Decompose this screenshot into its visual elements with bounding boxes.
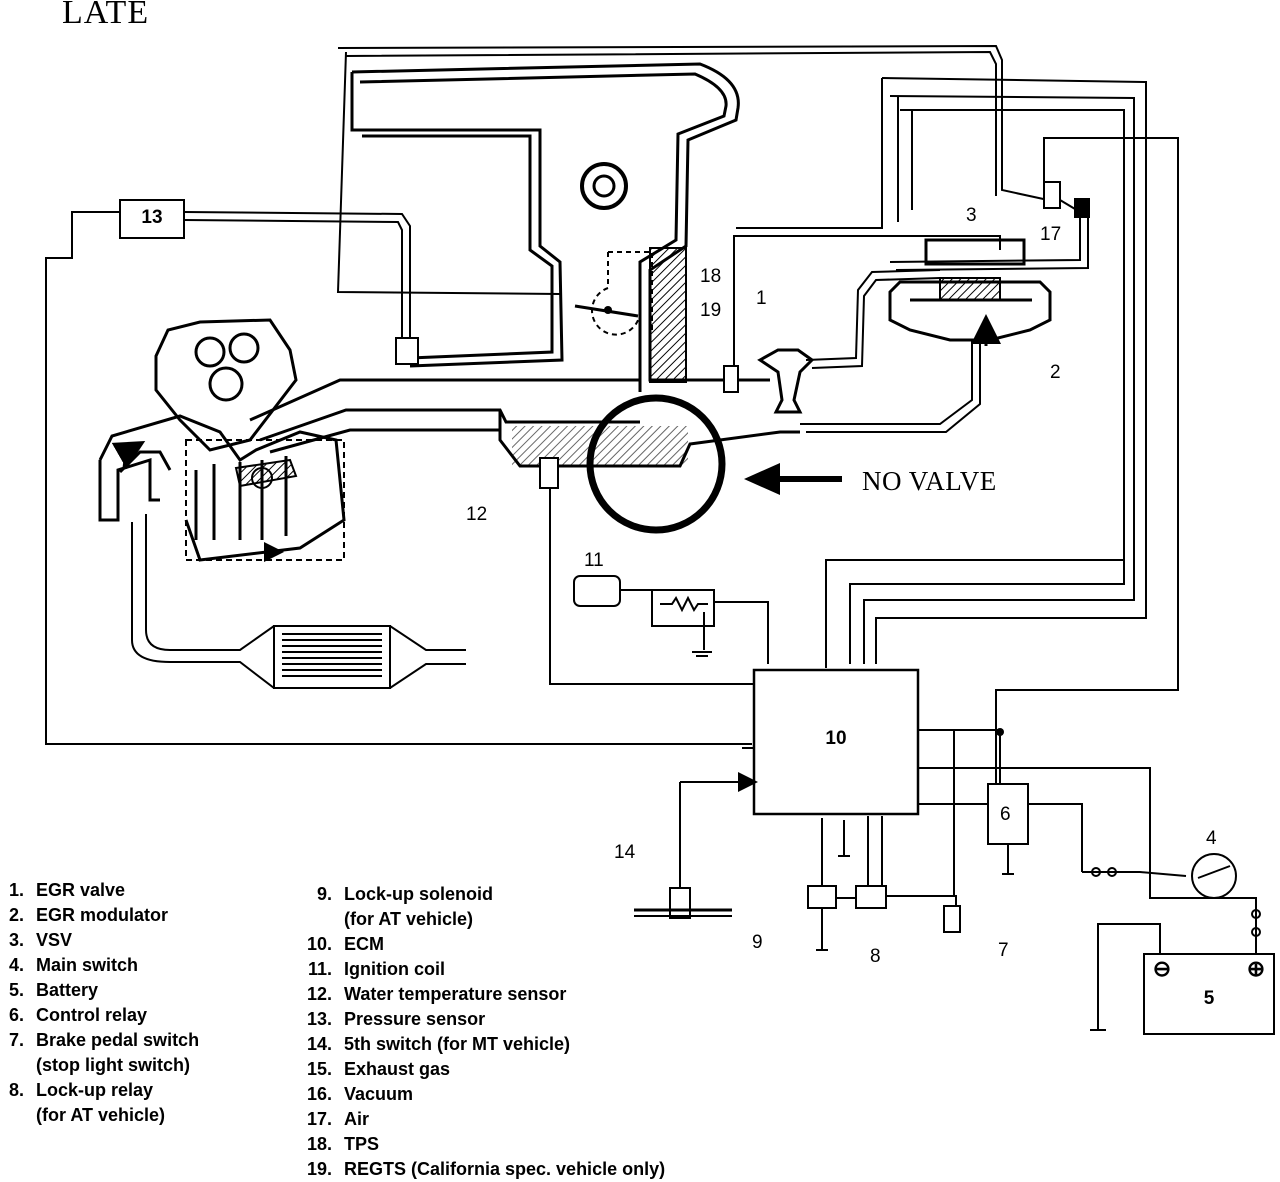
label-4: 4 [1206, 828, 1217, 849]
battery-negative: ⊖ [1152, 956, 1172, 981]
vsv [1043, 181, 1061, 209]
diagram-title: LATE [62, 0, 150, 31]
pressure-sensor-box [119, 199, 185, 239]
legend-row: 11.Ignition coil [307, 959, 445, 979]
label-7: 7 [998, 940, 1009, 961]
label-3: 3 [966, 205, 977, 226]
legend-row: 8.Lock-up relay [8, 1080, 154, 1100]
label-8: 8 [870, 946, 881, 967]
throttle-valve [591, 251, 653, 336]
label-9: 9 [752, 932, 763, 953]
legend-row: 15.Exhaust gas [306, 1059, 451, 1079]
main-switch [1191, 853, 1237, 899]
battery-positive: ⊕ [1246, 956, 1266, 981]
no-valve-circle [586, 394, 726, 534]
legend-row: 5.Battery [8, 980, 99, 1000]
pressure-sensor-wire [45, 211, 752, 745]
ecm-wiring [736, 77, 1147, 668]
legend-row: 10.ECM [306, 934, 384, 954]
legend-row: 7.Brake pedal switch [8, 1030, 200, 1050]
air-cleaner-element [580, 162, 628, 210]
legend-row: 1.EGR valve [8, 880, 126, 900]
legend-row: 14.5th switch (for MT vehicle) [306, 1034, 571, 1054]
label-18: 18 [700, 266, 722, 287]
legend-row: 6.Control relay [8, 1005, 148, 1025]
vacuum-hose-top [336, 44, 1049, 295]
legend-row: 12.Water temperature sensor [306, 984, 567, 1004]
label-17: 17 [1040, 224, 1062, 245]
egr-valve [757, 348, 815, 414]
lockup-relay [855, 885, 887, 909]
legend-row: 2.EGR modulator [8, 905, 169, 925]
label-11: 11 [584, 550, 604, 571]
legend-right: 9.Lock-up solenoid (for AT vehicle) 10.E… [290, 882, 665, 1182]
label-12: 12 [466, 504, 488, 525]
label-14: 14 [614, 842, 636, 863]
exhaust-pipe [131, 514, 466, 689]
legend-row: 4.Main switch [8, 955, 139, 975]
ecm-box [752, 668, 920, 816]
legend-row: (stop light switch) [36, 1055, 190, 1075]
no-valve-label: NO VALVE [862, 466, 997, 496]
catalytic-converter [273, 625, 391, 689]
ignition-coil [573, 575, 621, 607]
pressure-sensor-hose [183, 211, 411, 340]
throttle-body-hatch [649, 247, 687, 383]
legend-row: 17.Air [306, 1109, 370, 1129]
legend-row: (for AT vehicle) [344, 909, 474, 929]
label-1: 1 [756, 288, 767, 309]
legend-row: 19.REGTS (California spec. vehicle only) [306, 1159, 666, 1179]
label-2: 2 [1050, 362, 1061, 383]
label-13: 13 [141, 207, 163, 228]
label-19: 19 [700, 300, 722, 321]
lockup-solenoid [807, 885, 837, 909]
label-6: 6 [1000, 804, 1011, 825]
legend-row: 3.VSV [8, 930, 73, 950]
legend-row: 18.TPS [306, 1134, 380, 1154]
label-5: 5 [1203, 988, 1215, 1009]
legend-row: (for AT vehicle) [36, 1105, 166, 1125]
legend-left: 1.EGR valve 2.EGR modulator 3.VSV 4.Main… [0, 878, 199, 1128]
label-10: 10 [825, 728, 847, 749]
legend-row: 16.Vacuum [306, 1084, 414, 1104]
legend-row: 9.Lock-up solenoid [316, 884, 494, 904]
legend-row: 13.Pressure sensor [306, 1009, 486, 1029]
battery [1143, 953, 1275, 1035]
